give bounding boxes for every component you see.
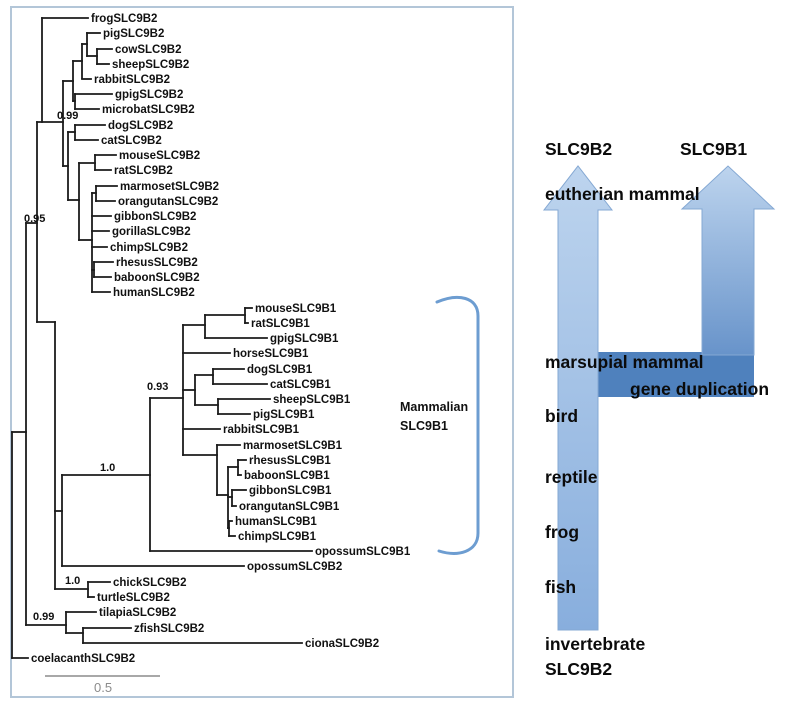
leaf-label: pigSLC9B2 <box>103 28 164 40</box>
leaf-label: ratSLC9B1 <box>251 318 310 330</box>
leaf-label: marmosetSLC9B2 <box>120 181 219 193</box>
leaf-label: opossumSLC9B2 <box>247 561 342 573</box>
leaf-label: rhesusSLC9B1 <box>249 455 331 467</box>
leaf-label: sheepSLC9B1 <box>273 394 351 406</box>
panel-label-marsupial-mammal: marsupial mammal <box>545 352 704 372</box>
leaf-label: gibbonSLC9B2 <box>114 211 196 223</box>
leaf-label: tilapiaSLC9B2 <box>99 607 176 619</box>
leaf-label: marmosetSLC9B1 <box>243 440 343 452</box>
leaf-label: gibbonSLC9B1 <box>249 485 332 497</box>
leaf-label: dogSLC9B2 <box>108 120 173 132</box>
leaf-label: gpigSLC9B1 <box>270 333 339 345</box>
leaf-label: pigSLC9B1 <box>253 409 315 421</box>
panel-label-fish: fish <box>545 577 576 597</box>
leaf-label: microbatSLC9B2 <box>102 104 195 116</box>
slc9b2-lineage-arrow <box>542 165 614 631</box>
clade-bracket <box>435 295 480 555</box>
leaf-label: frogSLC9B2 <box>91 13 157 25</box>
support-value: 1.0 <box>65 575 80 587</box>
leaf-label: orangutanSLC9B2 <box>118 196 218 208</box>
leaf-label: orangutanSLC9B1 <box>239 501 340 513</box>
panel-label-slc9b1: SLC9B1 <box>680 139 747 159</box>
leaf-label: opossumSLC9B1 <box>315 546 411 558</box>
leaf-label: baboonSLC9B1 <box>244 470 330 482</box>
panel-label-bird: bird <box>545 406 578 426</box>
leaf-label: chimpSLC9B1 <box>238 531 317 543</box>
panel-label-slc9b2: SLC9B2 <box>545 139 612 159</box>
leaf-label: chimpSLC9B2 <box>110 242 188 254</box>
leaf-label: humanSLC9B2 <box>113 287 195 299</box>
panel-label-reptile: reptile <box>545 467 598 487</box>
support-value: 1.0 <box>100 462 115 474</box>
leaf-label: gpigSLC9B2 <box>115 89 183 101</box>
leaf-label: rabbitSLC9B2 <box>94 74 170 86</box>
support-value: 0.95 <box>24 213 45 225</box>
panel-label-slc9b2: SLC9B2 <box>545 659 612 679</box>
leaf-label: sheepSLC9B2 <box>112 59 189 71</box>
leaf-label: cionaSLC9B2 <box>305 638 379 650</box>
panel-label-invertebrate: invertebrate <box>545 634 645 654</box>
gene-duplication-band <box>598 352 754 397</box>
leaf-label: rhesusSLC9B2 <box>116 257 198 269</box>
leaf-label: horseSLC9B1 <box>233 348 309 360</box>
panel-label-frog: frog <box>545 522 579 542</box>
leaf-label: humanSLC9B1 <box>235 516 317 528</box>
leaf-label: turtleSLC9B2 <box>97 592 170 604</box>
leaf-label: zfishSLC9B2 <box>134 623 204 635</box>
leaf-label: gorillaSLC9B2 <box>112 226 191 238</box>
clade-bracket-label-line2: SLC9B1 <box>400 419 448 433</box>
support-value: 0.93 <box>147 381 168 393</box>
leaf-label: catSLC9B1 <box>270 379 331 391</box>
clade-bracket-label-line1: Mammalian <box>400 400 468 414</box>
leaf-label: cowSLC9B2 <box>115 44 181 56</box>
leaf-label: ratSLC9B2 <box>114 165 173 177</box>
panel-label-eutherian-mammal: eutherian mammal <box>545 184 700 204</box>
slc9b1-lineage-arrow <box>680 165 776 356</box>
leaf-label: baboonSLC9B2 <box>114 272 200 284</box>
leaf-label: mouseSLC9B1 <box>255 303 337 315</box>
leaf-label: rabbitSLC9B1 <box>223 424 300 436</box>
leaf-label: chickSLC9B2 <box>113 577 187 589</box>
leaf-label: mouseSLC9B2 <box>119 150 200 162</box>
support-value: 0.99 <box>57 110 78 122</box>
panel-label-gene-duplication: gene duplication <box>630 379 769 399</box>
scale-bar-label: 0.5 <box>94 680 112 695</box>
leaf-label: dogSLC9B1 <box>247 364 313 376</box>
leaf-label: coelacanthSLC9B2 <box>31 653 135 665</box>
leaf-label: catSLC9B2 <box>101 135 162 147</box>
support-value: 0.99 <box>33 611 54 623</box>
